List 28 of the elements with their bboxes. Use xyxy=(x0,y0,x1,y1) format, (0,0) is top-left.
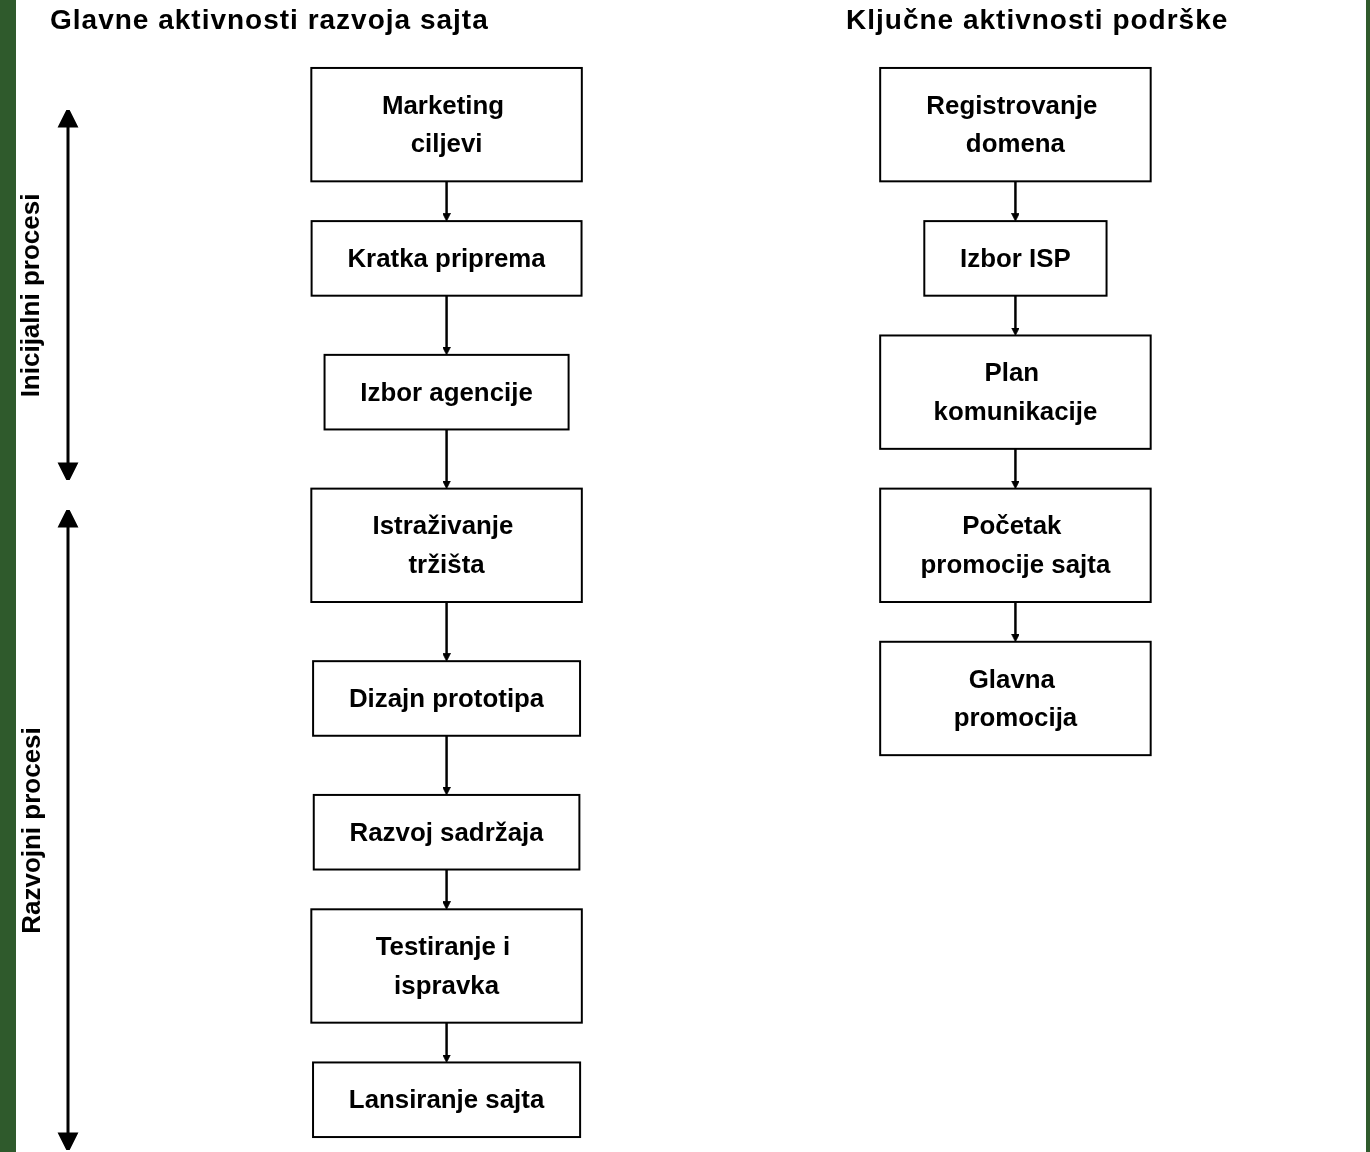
column-heading: Glavne aktivnosti razvoja sajta xyxy=(50,4,489,36)
node-box: Razvoj sadržaja xyxy=(312,793,581,871)
arrow xyxy=(442,869,451,910)
node-box: Testiranje i ispravka xyxy=(310,908,583,1024)
node-box: Kratka priprema xyxy=(310,220,583,297)
arrow xyxy=(442,429,451,490)
node-box: Registrovanje domena xyxy=(879,66,1152,183)
column-heading: Ključne aktivnosti podrške xyxy=(846,4,1229,36)
node-box: Dizajn prototipa xyxy=(312,660,582,737)
node-box: Lansiranje sajta xyxy=(312,1061,582,1139)
node-box: Izbor ISP xyxy=(923,220,1108,297)
node-box: Istraživanje tržišta xyxy=(310,487,583,603)
node-box: Glavna promocija xyxy=(879,640,1152,757)
node-box: Izbor agencije xyxy=(323,353,570,431)
arrow xyxy=(442,181,451,222)
arrow xyxy=(1011,448,1020,490)
phase-label: Inicijalni procesi xyxy=(15,193,47,397)
arrow xyxy=(442,602,451,662)
arrow xyxy=(1011,295,1020,336)
arrow xyxy=(442,735,451,796)
node-box: Marketing ciljevi xyxy=(310,66,583,183)
node-box: Plan komunikacije xyxy=(879,334,1152,450)
arrow xyxy=(1011,602,1020,643)
arrow xyxy=(442,1022,451,1063)
arrow xyxy=(1011,181,1020,222)
node-box: Početak promocije sajta xyxy=(879,487,1152,603)
phase-label: Razvojni procesi xyxy=(15,726,47,934)
arrow xyxy=(442,295,451,356)
